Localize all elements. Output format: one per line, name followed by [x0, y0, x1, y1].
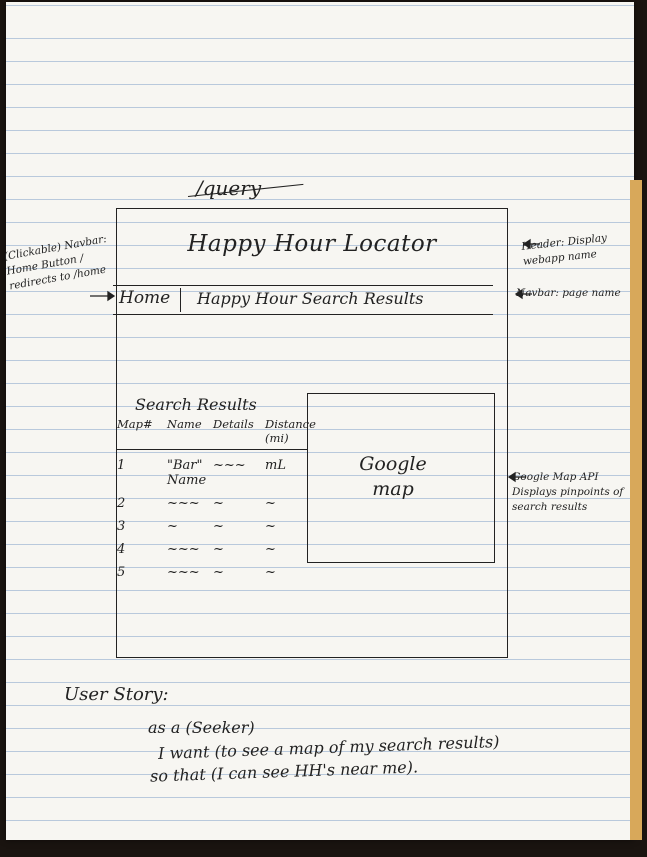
- row-details: ~: [213, 519, 224, 534]
- col-header-map-number: Map#: [117, 417, 153, 431]
- row-details: ~~~: [213, 458, 246, 473]
- row-name: ~: [167, 519, 178, 534]
- nav-home-button[interactable]: Home: [119, 288, 182, 312]
- col-header-distance: Distance (mi): [265, 417, 316, 445]
- row-distance: mL: [265, 458, 286, 473]
- row-num: 1: [117, 458, 126, 473]
- row-details: ~: [213, 565, 224, 580]
- route-label: /query: [196, 176, 262, 200]
- row-name: "Bar" Name: [167, 458, 207, 488]
- annotation-map: Google Map API Displays pinpoints of sea…: [512, 471, 624, 513]
- row-details: ~: [213, 542, 224, 557]
- google-map-label: Google map: [359, 453, 427, 500]
- nav-page-name: Happy Hour Search Results: [197, 289, 424, 308]
- row-distance: ~: [265, 542, 276, 557]
- table-row[interactable]: 3 ~ ~ ~: [117, 519, 307, 534]
- search-results-title: Search Results: [135, 395, 257, 414]
- table-row[interactable]: 4 ~~~ ~ ~: [117, 542, 307, 557]
- user-story-line-1: as a (Seeker): [148, 718, 255, 737]
- row-distance: ~: [265, 496, 276, 511]
- col-header-details: Details: [213, 417, 254, 431]
- row-num: 2: [117, 496, 126, 511]
- row-name: ~~~: [167, 496, 200, 511]
- row-name: ~~~: [167, 565, 200, 580]
- notebook-paper: [6, 2, 634, 840]
- row-distance: ~: [265, 519, 276, 534]
- row-num: 4: [117, 542, 126, 557]
- navbar: Home Happy Hour Search Results: [113, 285, 493, 315]
- results-header-row: Map# Name Details Distance (mi): [117, 417, 316, 450]
- row-distance: ~: [265, 565, 276, 580]
- col-header-name: Name: [167, 417, 202, 431]
- annotation-navbar-right: Navbar: page name: [516, 287, 621, 299]
- app-header-title: Happy Hour Locator: [187, 231, 437, 257]
- row-details: ~: [213, 496, 224, 511]
- table-row[interactable]: 2 ~~~ ~ ~: [117, 496, 307, 511]
- row-num: 5: [117, 565, 126, 580]
- google-map-box[interactable]: Google map: [307, 393, 495, 563]
- table-row[interactable]: 5 ~~~ ~ ~: [117, 565, 307, 580]
- user-story-label: User Story:: [64, 684, 169, 705]
- row-num: 3: [117, 519, 126, 534]
- wireframe-page: Happy Hour Locator Home Happy Hour Searc…: [113, 208, 508, 658]
- results-table: Map# Name Details Distance (mi) 1 "Bar" …: [117, 417, 316, 580]
- paper-edge: [630, 180, 642, 840]
- row-name: ~~~: [167, 542, 200, 557]
- table-row[interactable]: 1 "Bar" Name ~~~ mL: [117, 458, 307, 488]
